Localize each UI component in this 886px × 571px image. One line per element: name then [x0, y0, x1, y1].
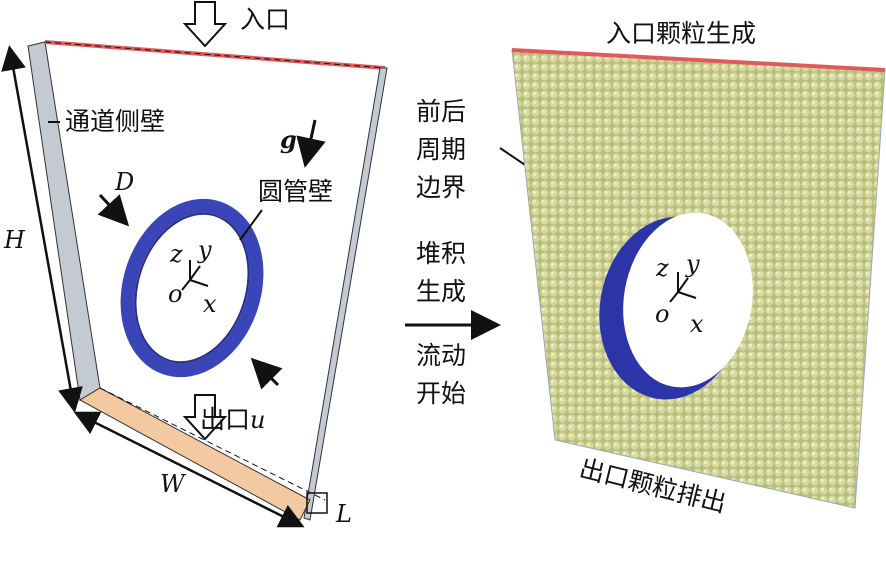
inlet-edge-dash	[44, 41, 386, 69]
length-cross-section	[306, 492, 328, 514]
pipe-wall-leader	[239, 209, 263, 241]
process-label-line1: 堆积	[416, 239, 466, 268]
axis-o-label: o	[168, 280, 182, 308]
axis-icon-left	[181, 260, 209, 291]
particle-bed	[511, 48, 886, 509]
pipe-wall-label: 圆管壁	[258, 177, 333, 206]
width-dimension	[73, 411, 305, 528]
axis-o-label-right: o	[655, 300, 669, 328]
axis-x-label-right: x	[690, 310, 704, 338]
diameter-label: D	[114, 168, 134, 196]
axis-y-label: y	[197, 236, 212, 264]
inlet-label: 入口	[240, 5, 290, 34]
gravity-label: g	[280, 125, 297, 154]
axis-icon-right	[669, 272, 697, 303]
axis-z-label-right: z	[655, 254, 669, 282]
length-label: L	[335, 500, 352, 528]
particle-inlet-label: 入口颗粒生成	[606, 19, 756, 48]
axis-z-label: z	[169, 240, 183, 268]
outlet-label: 出口	[200, 405, 250, 434]
axis-y-label-right: y	[685, 250, 700, 278]
right-wall-edge	[303, 67, 388, 521]
particle-inlet-edge	[511, 48, 886, 72]
process-label-line4: 开始	[416, 379, 466, 408]
height-label: H	[3, 226, 26, 254]
axis-x-label: x	[203, 290, 217, 318]
pipe-hole-opening	[623, 212, 753, 388]
diameter-arrow-bottom	[250, 357, 283, 390]
width-label: W	[160, 470, 187, 498]
pipe-wall-inner-edge	[134, 212, 250, 364]
gravity-arrow-icon	[296, 119, 326, 168]
height-dimension	[1, 45, 83, 413]
pipe-wall-ring	[120, 198, 264, 378]
outlet-velocity-label: u	[250, 406, 265, 434]
boundary-label-line2: 周期	[416, 135, 466, 164]
side-wall-label: 通道侧壁	[65, 107, 165, 136]
process-label-line2: 生成	[416, 277, 466, 306]
inlet-arrow-icon	[182, 1, 228, 48]
process-label-line3: 流动	[416, 341, 466, 370]
boundary-label-line1: 前后	[416, 97, 466, 126]
boundary-label-line3: 边界	[416, 173, 466, 202]
diameter-arrow-top	[97, 193, 130, 227]
